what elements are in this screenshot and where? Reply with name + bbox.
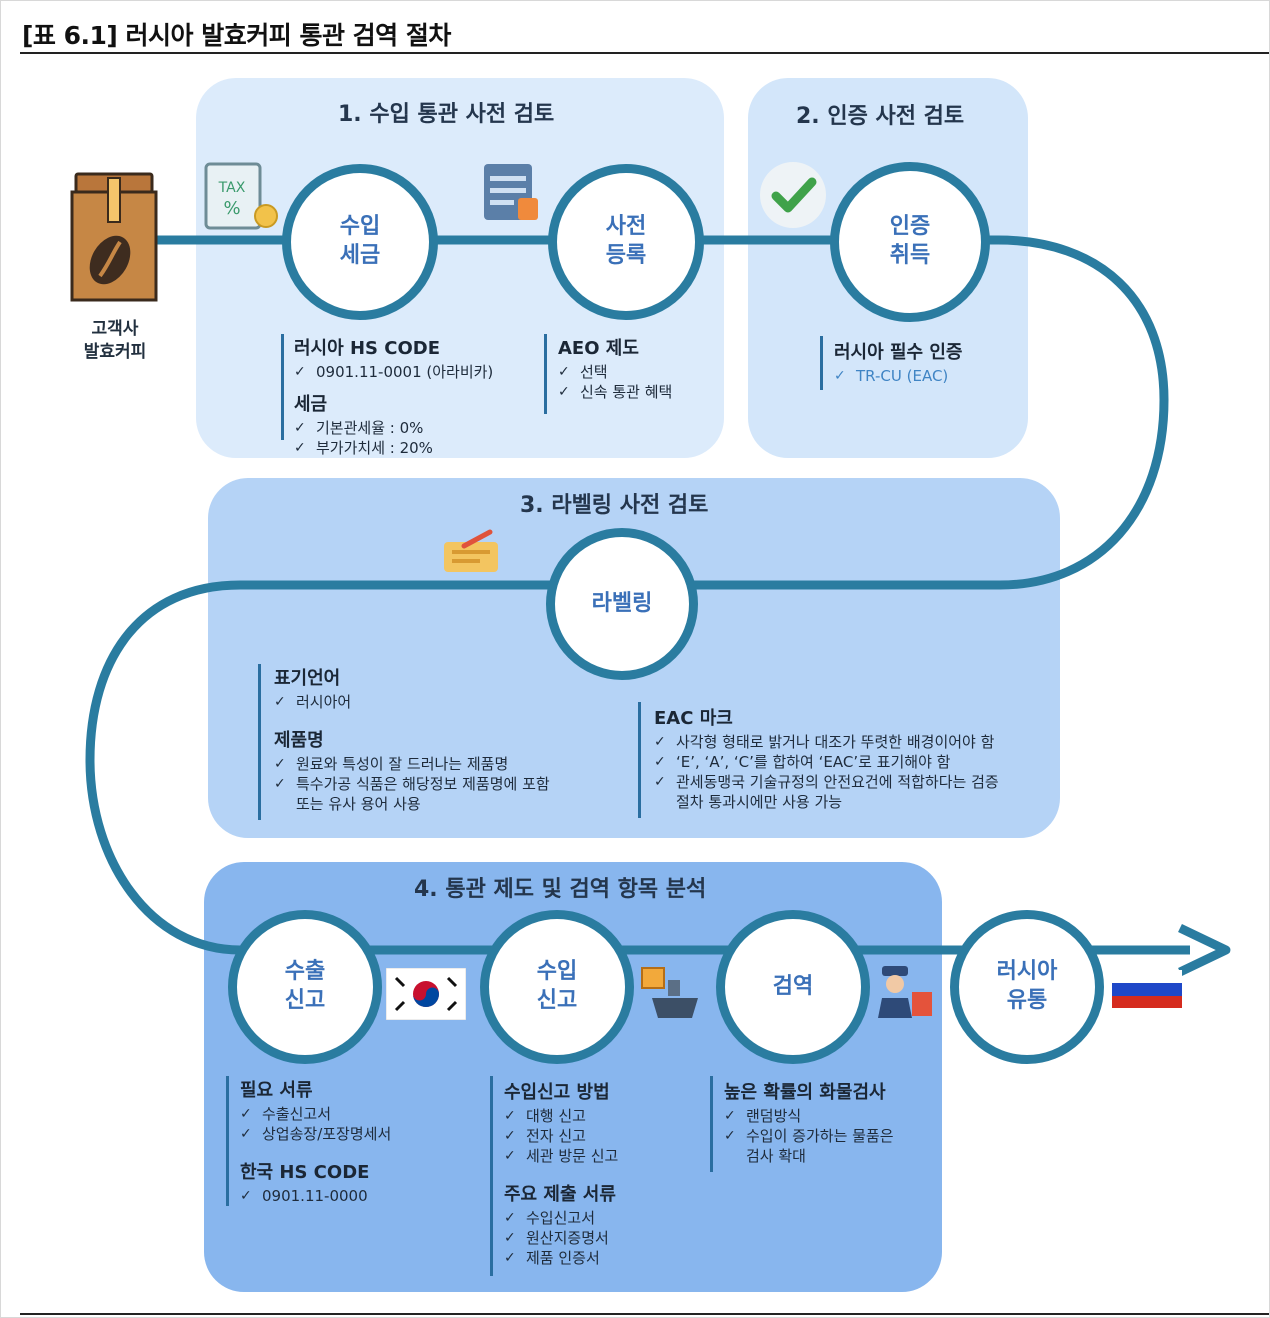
- block-list: 원료와 특성이 잘 드러나는 제품명특수가공 식품은 해당정보 제품명에 포함 …: [274, 754, 624, 814]
- page-title: [표 6.1] 러시아 발효커피 통관 검역 절차: [22, 21, 451, 50]
- block-heading: 높은 확률의 화물검사: [724, 1082, 886, 1103]
- check-item: 관세동맹국 기술규정의 안전요건에 적합하다는 검증 절차 통과시에만 사용 가…: [654, 772, 1054, 812]
- check-item: ‘E’, ‘A’, ‘C’를 합하여 ‘EAC’로 표기해야 함: [654, 752, 1054, 772]
- block-list: 수출신고서상업송장/포장명세서: [240, 1104, 480, 1144]
- check-item: 세관 방문 신고: [504, 1146, 704, 1166]
- block-list: 랜덤방식수입이 증가하는 물품은 검사 확대: [724, 1106, 934, 1166]
- check-item: 원료와 특성이 잘 드러나는 제품명: [274, 754, 624, 774]
- block-heading: 제품명: [274, 730, 324, 751]
- stage-3-title: 3. 라벨링 사전 검토: [520, 493, 709, 518]
- block-heading: AEO 제도: [558, 338, 639, 359]
- block-heading: 필요 서류: [240, 1080, 313, 1101]
- korea-flag-icon: [386, 968, 466, 1020]
- node-labeling: 라벨링: [546, 528, 698, 680]
- node-import-declaration: 수입 신고: [480, 910, 634, 1064]
- title-divider: [20, 52, 1269, 54]
- tax-icon: TAX %: [204, 162, 278, 230]
- check-item: 0901.11-0001 (아라비카): [294, 362, 534, 382]
- stage-2-title: 2. 인증 사전 검토: [796, 104, 965, 129]
- cargo-inspection-block: 높은 확률의 화물검사 랜덤방식수입이 증가하는 물품은 검사 확대: [724, 1078, 934, 1174]
- check-item: 기본관세율 : 0%: [294, 418, 534, 438]
- document-icon: [484, 164, 538, 220]
- check-item: 0901.11-0000: [240, 1186, 480, 1206]
- check-item: 러시아어: [274, 692, 624, 712]
- block-heading: 러시아 필수 인증: [834, 342, 963, 363]
- stage-1-title: 1. 수입 통관 사전 검토: [338, 102, 555, 127]
- block-heading: 수입신고 방법: [504, 1082, 610, 1103]
- check-item: 선택: [558, 362, 718, 382]
- node-quarantine-label: 검역: [772, 973, 814, 999]
- tax-icon-label: TAX: [218, 180, 246, 196]
- divider-bar: [544, 334, 547, 414]
- block-heading: EAC 마크: [654, 708, 733, 729]
- hs-code-block: 러시아 HS CODE 0901.11-0001 (아라비카) 세금 기본관세율…: [294, 334, 534, 466]
- divider-bar: [710, 1076, 713, 1172]
- check-item: 수입이 증가하는 물품은 검사 확대: [724, 1126, 934, 1166]
- eac-mark-block: EAC 마크 사각형 형태로 밝거나 대조가 뚜렷한 배경이어야 함‘E’, ‘…: [654, 704, 1054, 820]
- arrow-head-icon: [1178, 923, 1231, 977]
- check-item: 전자 신고: [504, 1126, 704, 1146]
- block-list: 0901.11-0001 (아라비카): [294, 362, 534, 382]
- check-icon: [760, 162, 826, 228]
- block-heading: 주요 제출 서류: [504, 1184, 616, 1205]
- cargo-ship-icon: [641, 967, 698, 1018]
- block-heading: 세금: [294, 394, 328, 415]
- node-export-declaration-label: 수출 신고: [284, 959, 326, 1013]
- check-item: 상업송장/포장명세서: [240, 1124, 480, 1144]
- check-item: 제품 인증서: [504, 1248, 704, 1268]
- label-language-block: 표기언어 러시아어 제품명 원료와 특성이 잘 드러나는 제품명특수가공 식품은…: [274, 664, 624, 822]
- node-russia-distribution-label: 러시아 유통: [996, 959, 1058, 1013]
- node-certification: 인증 취득: [830, 162, 990, 322]
- label-icon: [444, 529, 498, 572]
- node-pre-register: 사전 등록: [548, 164, 704, 320]
- check-item: 원산지증명서: [504, 1228, 704, 1248]
- check-item: 사각형 형태로 밝거나 대조가 뚜렷한 배경이어야 함: [654, 732, 1054, 752]
- aeo-block: AEO 제도 선택신속 통관 혜택: [558, 334, 718, 410]
- block-list: 0901.11-0000: [240, 1186, 480, 1206]
- block-list: TR-CU (EAC): [834, 366, 1014, 386]
- tax-icon-percent: %: [223, 198, 240, 219]
- check-item: 수출신고서: [240, 1104, 480, 1124]
- russia-flag-icon: [1112, 970, 1182, 1008]
- block-heading: 러시아 HS CODE: [294, 338, 440, 359]
- check-item: 수입신고서: [504, 1208, 704, 1228]
- block-list: 선택신속 통관 혜택: [558, 362, 718, 402]
- russia-cert-block: 러시아 필수 인증 TR-CU (EAC): [834, 338, 1014, 394]
- divider-bar: [638, 702, 641, 818]
- check-item: 부가가치세 : 20%: [294, 438, 534, 458]
- block-heading: 한국 HS CODE: [240, 1162, 370, 1183]
- block-heading: 표기언어: [274, 668, 341, 689]
- check-item: 대행 신고: [504, 1106, 704, 1126]
- divider-bar: [820, 336, 823, 390]
- node-export-declaration: 수출 신고: [228, 910, 382, 1064]
- check-item: 신속 통관 혜택: [558, 382, 718, 402]
- required-docs-block: 필요 서류 수출신고서상업송장/포장명세서 한국 HS CODE 0901.11…: [240, 1076, 480, 1214]
- node-import-tax-label: 수입 세금: [339, 214, 381, 268]
- node-labeling-label: 라벨링: [591, 590, 653, 616]
- divider-bar: [281, 334, 284, 440]
- divider-bar: [258, 664, 261, 820]
- block-list: 수입신고서원산지증명서제품 인증서: [504, 1208, 704, 1268]
- divider-bar: [226, 1076, 229, 1206]
- customs-officer-icon: [878, 966, 932, 1018]
- coffee-bag-icon: [70, 172, 158, 302]
- node-certification-label: 인증 취득: [889, 214, 931, 268]
- check-item: 랜덤방식: [724, 1106, 934, 1126]
- check-item: 특수가공 식품은 해당정보 제품명에 포함 또는 유사 용어 사용: [274, 774, 624, 814]
- block-list: 대행 신고전자 신고세관 방문 신고: [504, 1106, 704, 1166]
- node-quarantine: 검역: [716, 910, 870, 1064]
- stage-4-title: 4. 통관 제도 및 검역 항목 분석: [414, 877, 707, 902]
- bottom-divider: [20, 1313, 1269, 1315]
- node-russia-distribution: 러시아 유통: [950, 910, 1104, 1064]
- node-import-declaration-label: 수입 신고: [536, 959, 578, 1013]
- import-method-block: 수입신고 방법 대행 신고전자 신고세관 방문 신고 주요 제출 서류 수입신고…: [504, 1078, 704, 1276]
- divider-bar: [490, 1076, 493, 1276]
- node-pre-register-label: 사전 등록: [605, 214, 647, 268]
- check-item: TR-CU (EAC): [834, 366, 1014, 386]
- node-import-tax: 수입 세금: [282, 164, 438, 320]
- block-list: 기본관세율 : 0%부가가치세 : 20%: [294, 418, 534, 458]
- block-list: 러시아어: [274, 692, 624, 712]
- customer-label: 고객사 발효커피: [83, 319, 147, 362]
- block-list: 사각형 형태로 밝거나 대조가 뚜렷한 배경이어야 함‘E’, ‘A’, ‘C’…: [654, 732, 1054, 812]
